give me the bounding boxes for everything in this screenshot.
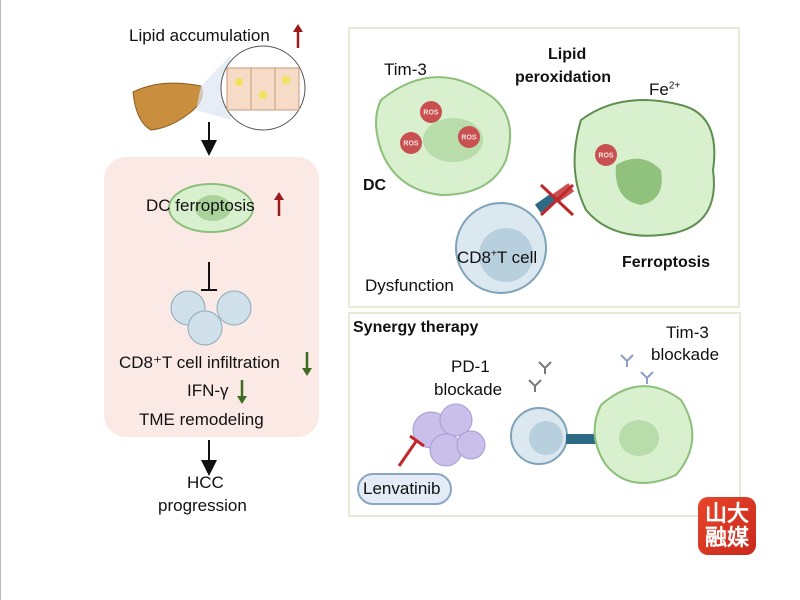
ros-label: ROS xyxy=(598,153,614,160)
dc-cell-bottom-icon xyxy=(593,385,694,484)
tim3-blockade-label: blockade xyxy=(651,345,720,364)
ros-label: ROS xyxy=(423,110,439,117)
lenvatinib-label: Lenvatinib xyxy=(363,479,441,498)
ros-burst-icon xyxy=(458,126,480,148)
dysfunction-label: Dysfunction xyxy=(365,276,454,295)
dc-cell-icon xyxy=(168,183,254,233)
pd1-label: PD-1 xyxy=(451,357,490,376)
progression-label: progression xyxy=(158,496,247,515)
antibody-icons xyxy=(528,354,654,392)
ros-burst-icon xyxy=(400,132,422,154)
inhibit-icon xyxy=(201,262,217,291)
pd1-blockade-label: blockade xyxy=(434,380,503,399)
blocked-interaction-icon xyxy=(534,183,575,217)
cd8-infiltration-label: CD8⁺T cell infiltration xyxy=(119,353,280,372)
watermark-logo: 山大融媒 xyxy=(698,497,756,555)
peroxidation-label: peroxidation xyxy=(515,69,612,86)
t-cell-bottom-icon xyxy=(510,407,568,465)
tim3-label: Tim-3 xyxy=(384,60,427,79)
ros-burst-icon xyxy=(420,101,442,123)
receptor-icon xyxy=(566,434,602,444)
synergy-therapy-title: Synergy therapy xyxy=(353,319,479,336)
liver-icon xyxy=(132,55,231,131)
lipid-label: Lipid xyxy=(548,46,587,63)
cd8-t-cell-label: CD8+T cell xyxy=(457,248,538,267)
tme-remodeling-label: TME remodeling xyxy=(139,410,264,429)
dc-cell-top-icon: ROS ROS ROS xyxy=(375,76,512,197)
lipid-accumulation-label: Lipid accumulation xyxy=(129,26,270,45)
dc-ferroptosis-label: DC ferroptosis xyxy=(146,196,255,215)
t-cells-icon xyxy=(170,290,252,346)
ros-label: ROS xyxy=(403,141,419,148)
cd8-t-cell-icon xyxy=(455,202,547,294)
hepatocyte-zoom-icon xyxy=(220,45,306,131)
ifn-gamma-label: IFN-γ xyxy=(187,381,229,400)
ferroptotic-cell-icon: ROS xyxy=(573,99,716,237)
dc-label: DC xyxy=(363,177,387,194)
inhibit-icon xyxy=(397,434,425,467)
tim3-bottom-label: Tim-3 xyxy=(666,323,709,342)
ros-label: ROS xyxy=(461,135,477,142)
ferroptosis-label: Ferroptosis xyxy=(622,254,711,271)
left-panel xyxy=(104,157,319,437)
lenvatinib-pill xyxy=(357,473,452,505)
hcc-label: HCC xyxy=(187,473,224,492)
ros-burst-icon xyxy=(595,144,617,166)
fe-label: Fe2+ xyxy=(649,80,681,99)
tumor-cells-icon xyxy=(412,403,486,467)
